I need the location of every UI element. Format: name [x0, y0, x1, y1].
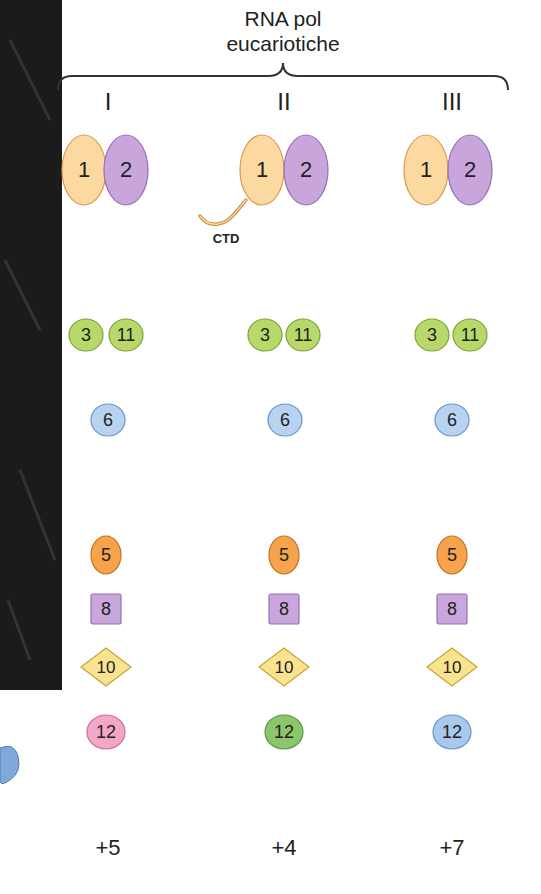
shape-fill: [248, 319, 282, 351]
subunit-ellipse: 2: [447, 134, 493, 206]
shape-fill: [109, 319, 143, 351]
shape-fill: [69, 319, 103, 351]
subunit-number: 8: [447, 600, 457, 618]
shape-fill: [91, 536, 121, 574]
subunit-number: 10: [443, 659, 462, 676]
shape-fill: [91, 594, 121, 624]
shape-fill: [433, 715, 471, 749]
subunit-number: 12: [442, 723, 462, 741]
image-fragment: [0, 746, 19, 783]
shape-fill: [259, 648, 309, 686]
subunit-square: 8: [436, 593, 468, 625]
subunit-number: 11: [461, 326, 480, 344]
shape-fill: [91, 404, 125, 436]
subunit-diamond: 10: [426, 647, 478, 687]
subunit-circle: 11: [108, 318, 144, 352]
subunit-circle: 6: [267, 403, 303, 437]
shape-fill: [437, 594, 467, 624]
shape-fill: [62, 135, 106, 205]
subunit-circle: 11: [452, 318, 488, 352]
shape-fill: [453, 319, 487, 351]
subunit-number: 8: [101, 600, 111, 618]
subunit-number: 6: [103, 411, 113, 429]
subunit-oval: 5: [268, 535, 300, 575]
subunit-number: 10: [275, 659, 294, 676]
group-bracket: [58, 63, 508, 90]
subunit-number: 3: [81, 326, 91, 344]
subunit-circle: 3: [247, 318, 283, 352]
subunit-circle: 3: [68, 318, 104, 352]
shape-fill: [269, 594, 299, 624]
subunit-number: 2: [464, 159, 476, 181]
subunit-number: 1: [420, 159, 432, 181]
shape-fill: [269, 536, 299, 574]
subunit-number: 10: [97, 659, 116, 676]
subunit-circle: 3: [414, 318, 450, 352]
shape-fill: [435, 404, 469, 436]
subunit-number: 8: [279, 600, 289, 618]
extra-subunit-count: +7: [439, 836, 464, 860]
subunit-number: 6: [447, 411, 457, 429]
subunit-oval: 12: [432, 714, 472, 750]
shape-fill: [286, 319, 320, 351]
shape-fill: [240, 135, 284, 205]
subunit-square: 8: [268, 593, 300, 625]
column-header: II: [277, 89, 290, 115]
subunit-diamond: 10: [258, 647, 310, 687]
shape-fill: [81, 648, 131, 686]
subunit-number: 2: [120, 159, 132, 181]
ctd-tail-fill: [200, 200, 246, 224]
column-header: III: [442, 89, 462, 115]
subunit-number: 1: [256, 159, 268, 181]
shape-fill: [284, 135, 328, 205]
column-header: I: [105, 89, 112, 115]
subunit-number: 5: [447, 546, 457, 564]
shape-fill: [437, 536, 467, 574]
subunit-number: 12: [96, 723, 116, 741]
ctd-tail: [200, 200, 246, 224]
domain-label: CTD: [213, 232, 240, 246]
subunit-oval: 12: [86, 714, 126, 750]
shape-fill: [448, 135, 492, 205]
dark-photo-edge: [0, 0, 62, 690]
subunit-square: 8: [90, 593, 122, 625]
shape-fill: [87, 715, 125, 749]
extra-subunit-count: +5: [95, 836, 120, 860]
subunit-circle: 6: [434, 403, 470, 437]
shape-fill: [404, 135, 448, 205]
subunit-circle: 11: [285, 318, 321, 352]
subunit-ellipse: 1: [61, 134, 107, 206]
subunit-diamond: 10: [80, 647, 132, 687]
shape-fill: [268, 404, 302, 436]
shape-fill: [265, 715, 303, 749]
subunit-ellipse: 2: [283, 134, 329, 206]
subunit-number: 1: [78, 159, 90, 181]
photo-texture: [5, 40, 55, 660]
subunit-ellipse: 1: [403, 134, 449, 206]
subunit-oval: 5: [90, 535, 122, 575]
subunit-number: 5: [279, 546, 289, 564]
subunit-number: 5: [101, 546, 111, 564]
diagram-title: RNA pol eucariotiche: [213, 6, 353, 56]
subunit-number: 12: [274, 723, 294, 741]
subunit-circle: 6: [90, 403, 126, 437]
subunit-number: 11: [294, 326, 313, 344]
shape-fill: [104, 135, 148, 205]
shape-fill: [427, 648, 477, 686]
shape-fill: [415, 319, 449, 351]
subunit-oval: 12: [264, 714, 304, 750]
subunit-ellipse: 2: [103, 134, 149, 206]
subunit-number: 3: [427, 326, 437, 344]
subunit-number: 2: [300, 159, 312, 181]
subunit-oval: 5: [436, 535, 468, 575]
subunit-ellipse: 1: [239, 134, 285, 206]
subunit-number: 3: [260, 326, 270, 344]
extra-subunit-count: +4: [271, 836, 296, 860]
subunit-number: 11: [117, 326, 136, 344]
subunit-number: 6: [280, 411, 290, 429]
